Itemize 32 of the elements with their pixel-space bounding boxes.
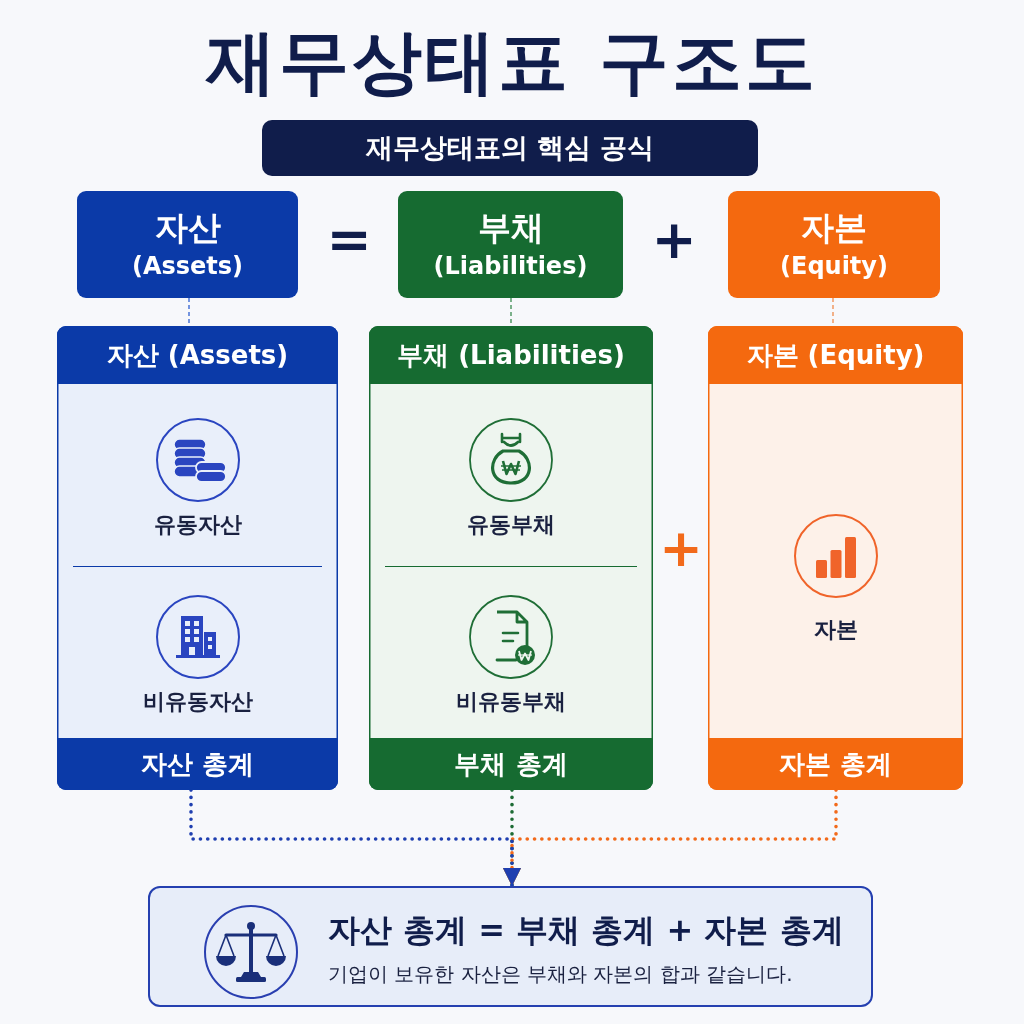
category-panel [369, 326, 653, 790]
title: 재무상태표 구조도 [206, 21, 818, 103]
panel-header: 부채 (Liabilities) [369, 326, 653, 384]
category-box [728, 191, 940, 298]
total-band: 부채 총계 [369, 738, 653, 790]
item-label: 자본 [813, 616, 858, 644]
operator-sign: + [651, 213, 697, 267]
dotted-arrow [189, 788, 521, 888]
category-subtitle: (Assets) [131, 251, 244, 282]
category-title: 자본 [801, 207, 867, 248]
category-panel [57, 326, 338, 790]
item-label: 유동부채 [467, 511, 555, 539]
total-band: 자산 총계 [57, 738, 338, 790]
category-subtitle: (Liabilities) [433, 251, 588, 282]
category-box [398, 191, 623, 298]
description-text: 기업이 보유한 자산은 부채와 자본의 합과 같습니다. [328, 962, 793, 986]
category-panel [708, 326, 963, 790]
operator-sign: + [659, 522, 703, 574]
category-title: 자산 [154, 207, 221, 248]
item-label: 비유동부채 [456, 688, 566, 716]
formula-banner: 재무상태표의 핵심 공식 [262, 120, 758, 176]
category-title: 부채 [477, 207, 544, 248]
category-box [77, 191, 298, 298]
total-band: 자본 총계 [708, 738, 963, 790]
item-label: 유동자산 [153, 511, 242, 539]
category-subtitle: (Equity) [780, 251, 888, 282]
operator-sign: = [326, 213, 372, 267]
panel-header: 자산 (Assets) [57, 326, 338, 384]
equation-box [148, 886, 873, 1007]
item-label: 비유동자산 [142, 688, 253, 716]
panel-header: 자본 (Equity) [708, 326, 963, 384]
equation-text: 자산 총계 = 부채 총계 + 자본 총계 [328, 910, 844, 950]
